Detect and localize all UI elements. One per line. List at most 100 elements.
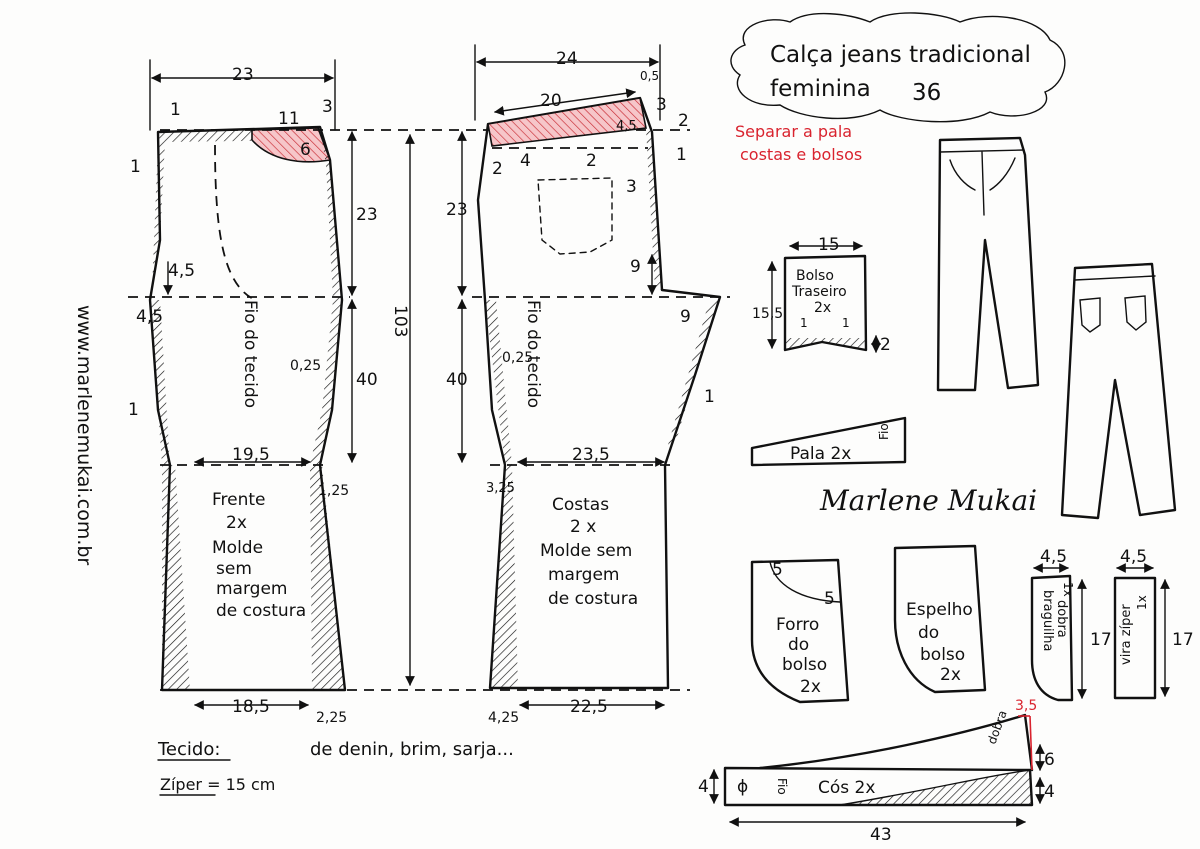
fly-label-2: dobra bbox=[1054, 600, 1069, 638]
front-dim-left1: 1 bbox=[130, 157, 141, 177]
lining-label-3: bolso bbox=[782, 655, 827, 675]
back-label-2: 2 x bbox=[570, 517, 596, 537]
zip-w: 4,5 bbox=[1120, 547, 1147, 567]
back-label-1: Costas bbox=[552, 495, 609, 515]
lining-label-2: do bbox=[788, 635, 809, 655]
back-dim-a2: 2 bbox=[678, 111, 689, 131]
note-line2: costas e bolsos bbox=[740, 145, 862, 164]
front-dim-pocket-w: 11 bbox=[278, 109, 300, 129]
front-dim-knee-w: 19,5 bbox=[232, 445, 270, 465]
back-dim-b4: 4 bbox=[520, 151, 531, 171]
fly-label-1: braguilha bbox=[1040, 590, 1055, 651]
pocket-w: 15 bbox=[818, 235, 840, 255]
back-dim-hip: 23 bbox=[446, 200, 468, 220]
waistband-w: 43 bbox=[870, 825, 892, 845]
back-dim-knee-side: 1 bbox=[704, 387, 715, 407]
back-dim-hem: 22,5 bbox=[570, 697, 608, 717]
pocket-c2: 1 bbox=[842, 316, 850, 330]
back-dim-b2b: 2 bbox=[586, 151, 597, 171]
lining-b: 5 bbox=[824, 589, 835, 609]
fly-label-3: 1x bbox=[1061, 582, 1075, 597]
front-label-5: margem bbox=[216, 579, 287, 599]
pocket-label-2: Traseiro bbox=[791, 284, 847, 300]
pocket-piece bbox=[767, 241, 881, 353]
total-length: 103 bbox=[390, 305, 410, 337]
yoke-piece bbox=[750, 416, 907, 467]
signature: Marlene Mukai bbox=[819, 484, 1037, 517]
back-dim-a1: 1 bbox=[676, 145, 687, 165]
title-line1: Calça jeans tradicional bbox=[770, 42, 1031, 68]
zip-label-1: vira zíper bbox=[1119, 604, 1134, 665]
pocket-h: 15,5 bbox=[752, 306, 783, 322]
back-dim-a05: 0,5 bbox=[640, 69, 659, 83]
fabric-label: Tecido: bbox=[157, 739, 220, 760]
yoke-grain: Fio bbox=[877, 423, 891, 440]
front-dim-knee-side: 1 bbox=[128, 400, 139, 420]
back-dim-crotch: 9 bbox=[630, 257, 641, 277]
fabric-zip: Zíper = 15 cm bbox=[160, 775, 275, 794]
front-label-4: sem bbox=[216, 559, 252, 579]
front-dim-hem-side: 2,25 bbox=[316, 710, 347, 726]
facing-label-2: do bbox=[918, 623, 939, 643]
front-dim-knee-len: 40 bbox=[356, 370, 378, 390]
front-dim-top: 23 bbox=[232, 65, 254, 85]
front-dim-crotch2: 4,5 bbox=[136, 307, 163, 327]
back-dim-a3: 3 bbox=[656, 95, 667, 115]
front-grain: Fio do tecido bbox=[240, 300, 260, 408]
back-dim-top: 24 bbox=[556, 49, 578, 69]
front-label-1: Frente bbox=[212, 490, 266, 510]
front-dim-hip: 23 bbox=[356, 205, 378, 225]
website: www.marlenemukai.com.br bbox=[73, 305, 95, 565]
back-dim-crotch-out: 9 bbox=[680, 307, 691, 327]
front-label-3: Molde bbox=[212, 538, 263, 558]
facing-label-1: Espelho bbox=[906, 600, 973, 620]
lining-label-4: 2x bbox=[800, 677, 821, 697]
fly-w: 4,5 bbox=[1040, 547, 1067, 567]
lining-label-1: Forro bbox=[776, 615, 819, 635]
back-piece bbox=[457, 44, 730, 710]
front-label-2: 2x bbox=[226, 513, 247, 533]
pocket-c1: 1 bbox=[800, 316, 808, 330]
front-dim-side-in: 1,25 bbox=[318, 483, 349, 499]
front-dim-dart: 0,25 bbox=[290, 358, 321, 374]
zip-h: 17 bbox=[1172, 630, 1194, 650]
back-dim-hem-side: 4,25 bbox=[488, 710, 519, 726]
waistband-r: 3,5 bbox=[1015, 698, 1037, 714]
fabric-text: de denin, brim, sarja... bbox=[310, 739, 514, 760]
facing-label-4: 2x bbox=[940, 665, 961, 685]
front-label-6: de costura bbox=[216, 601, 306, 621]
note-line1: Separar a pala bbox=[735, 122, 852, 141]
zip-piece bbox=[1113, 576, 1157, 700]
pocket-label-1: Bolso bbox=[796, 268, 834, 284]
waistband-phi: ϕ bbox=[737, 777, 748, 797]
jeans-front-sketch bbox=[936, 136, 1040, 392]
back-label-3: Molde sem bbox=[540, 541, 632, 561]
back-dim-b3: 3 bbox=[626, 177, 637, 197]
back-dim-a45: 4,5 bbox=[616, 119, 637, 134]
back-dim-knee-w: 23,5 bbox=[572, 445, 610, 465]
zip-label-2: 1x bbox=[1135, 595, 1149, 610]
front-piece bbox=[128, 59, 357, 710]
waistband-e6: 6 bbox=[1044, 750, 1055, 770]
waistband-h: 4 bbox=[698, 777, 709, 797]
back-label-4: margem bbox=[548, 565, 619, 585]
back-dim-side: 3,25 bbox=[486, 481, 515, 496]
back-dim-b2: 2 bbox=[492, 159, 503, 179]
lining-a: 5 bbox=[772, 560, 783, 580]
waistband-fold: dobra bbox=[985, 708, 1010, 746]
back-label-5: de costura bbox=[548, 589, 638, 609]
jeans-back-sketch bbox=[1060, 262, 1177, 520]
fly-h: 17 bbox=[1090, 630, 1112, 650]
front-dim-a3: 3 bbox=[322, 97, 333, 117]
yoke-label: Pala 2x bbox=[790, 444, 851, 464]
facing-piece bbox=[893, 544, 987, 694]
pocket-b2: 2 bbox=[880, 335, 891, 355]
waistband-e4: 4 bbox=[1044, 782, 1055, 802]
front-dim-crotch: 4,5 bbox=[168, 261, 195, 281]
back-dim-yoke-w: 20 bbox=[540, 91, 562, 111]
back-grain: Fio do tecido bbox=[523, 300, 543, 408]
lining-piece bbox=[750, 558, 850, 704]
back-dim-dart: 0,25 bbox=[502, 350, 533, 366]
